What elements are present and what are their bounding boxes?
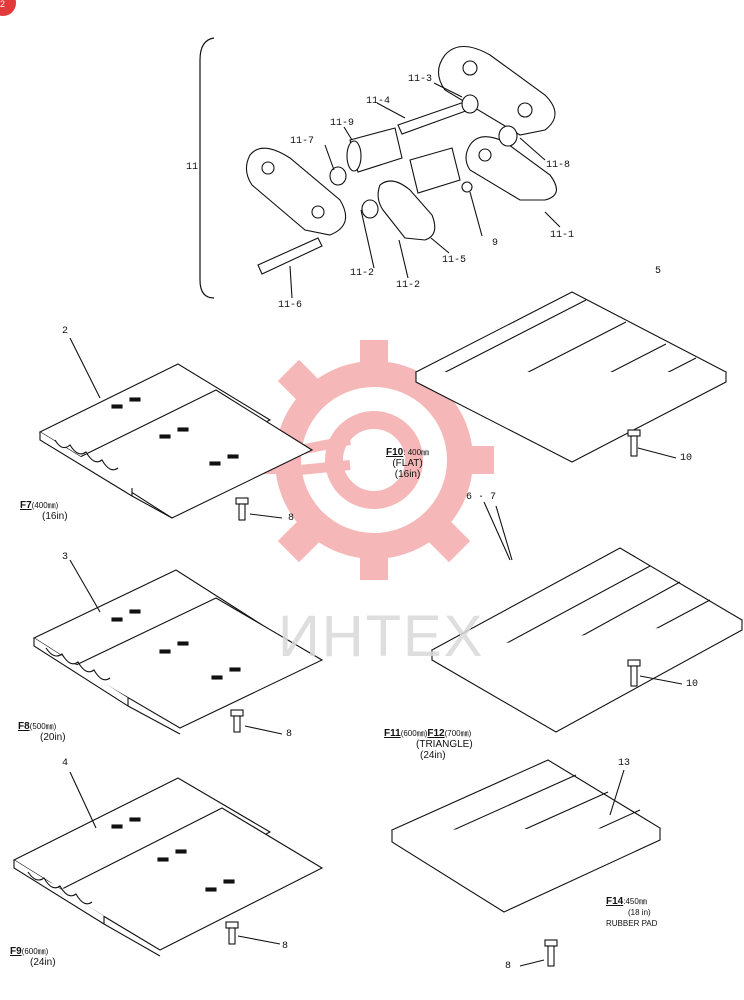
part-label: 11-5 [442, 255, 467, 266]
shoe-callout: 2 [62, 326, 69, 337]
part-label: 11-3 [408, 74, 433, 85]
assembly-bracket [199, 37, 215, 299]
watermark-text: ИНТЕХ [278, 604, 485, 669]
part-label: 11-2 [396, 280, 421, 291]
part-label: 9 [492, 238, 499, 249]
track-link-assembly [245, 45, 561, 299]
bolt-icon [225, 429, 641, 967]
caption-f8: F8(500㎜) (20in) [18, 721, 66, 743]
part-label: 11-2 [350, 268, 375, 279]
shoe-plates [12, 291, 744, 967]
bolt-label: 8 [505, 961, 512, 972]
caption-f9: F9(600㎜) (24in) [10, 946, 56, 968]
shoe-callout: 13 [618, 758, 631, 769]
part-label: 5 [655, 266, 662, 277]
caption-f11-f12: F11(600㎜)F12(700㎜) (TRIANGLE) (24in) [384, 728, 473, 761]
bolt-label: 10 [680, 453, 693, 464]
shoe-callout: 6 · 7 [466, 492, 497, 503]
caption-f7: F7(400㎜) (16in) [20, 500, 68, 522]
bolt-label: 8 [286, 729, 293, 740]
caption-f14: F14:450㎜ (18 in) RUBBER PAD [606, 896, 658, 928]
page-badge: 2 [0, 0, 16, 16]
part-label: 11-6 [278, 300, 303, 311]
part-label: 11-4 [366, 96, 391, 107]
part-label: 11-8 [546, 160, 571, 171]
shoe-callout: 3 [62, 552, 69, 563]
bracket-label: 11 [186, 162, 199, 173]
bolt-label: 8 [282, 941, 289, 952]
bolt-label: 10 [686, 679, 699, 690]
shoe-callout: 4 [62, 758, 69, 769]
part-label: 11-7 [290, 136, 315, 147]
part-label: 11-1 [550, 230, 575, 241]
part-label: 11-9 [330, 118, 355, 129]
bolt-label: 8 [288, 513, 295, 524]
caption-f10: F10: 400㎜ (FLAT) (16in) [386, 447, 430, 480]
